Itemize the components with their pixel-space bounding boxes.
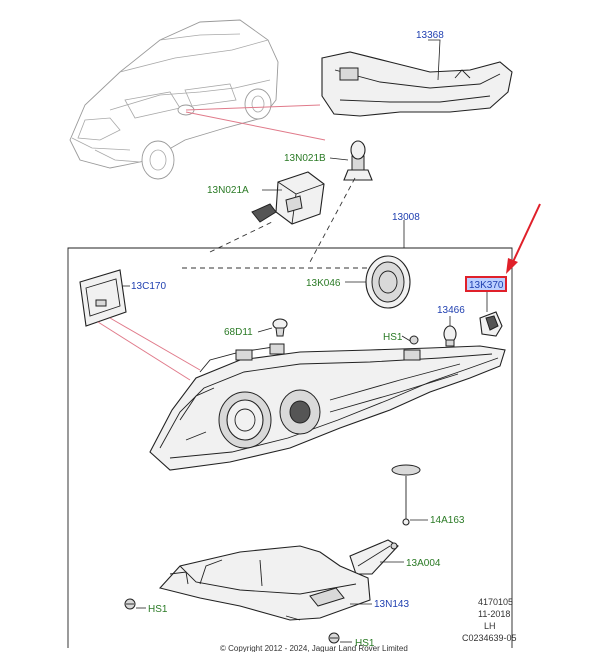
fastener-hs1-left [124,598,136,610]
label-hs1-bottom[interactable]: HS1 [355,638,375,649]
highlight-box [465,276,507,292]
part-13N021B-bulb [343,140,373,181]
label-13N021B[interactable]: 13N021B [284,153,326,164]
part-13K046-cover [365,255,411,309]
meta-code: 4170105 [478,597,513,607]
assembly-frame [67,247,513,648]
copyright-text: © Copyright 2012 - 2024, Jaguar Land Rov… [220,644,408,652]
part-13368-light-guide [321,51,513,117]
part-13A004-bracket [349,539,399,575]
part-68D11-clip [272,318,288,337]
label-14A163[interactable]: 14A163 [430,515,465,526]
part-13N021A-holder [251,171,325,225]
highlight-arrow [506,203,541,274]
headlamp-assembly [149,343,506,471]
meta-ref: C0234639-05 [462,633,517,643]
part-13K370-socket [479,311,503,337]
label-13C170[interactable]: 13C170 [131,281,166,292]
part-13N143-undertray [158,545,371,621]
vehicle-illustration [69,19,279,180]
fastener-hs1-upper [409,335,419,345]
fastener-hs1-bottom [328,632,340,644]
part-13466-bulb [443,325,457,347]
label-13008[interactable]: 13008 [392,212,420,223]
label-hs1-left[interactable]: HS1 [148,604,168,615]
label-13368[interactable]: 13368 [416,30,444,41]
meta-side: LH [484,621,496,631]
label-68D11[interactable]: 68D11 [224,327,253,338]
label-13N143[interactable]: 13N143 [374,599,409,610]
label-13K370[interactable]: 13K370 [469,280,504,291]
part-13C170-module [79,269,127,327]
label-13N021A[interactable]: 13N021A [207,185,249,196]
label-13K046[interactable]: 13K046 [306,278,341,289]
meta-date: 11-2018 [478,609,510,619]
label-13A004[interactable]: 13A004 [406,558,441,569]
label-hs1-upper[interactable]: HS1 [383,332,403,343]
label-13466[interactable]: 13466 [437,305,465,316]
part-14A163-grommet [391,464,421,526]
